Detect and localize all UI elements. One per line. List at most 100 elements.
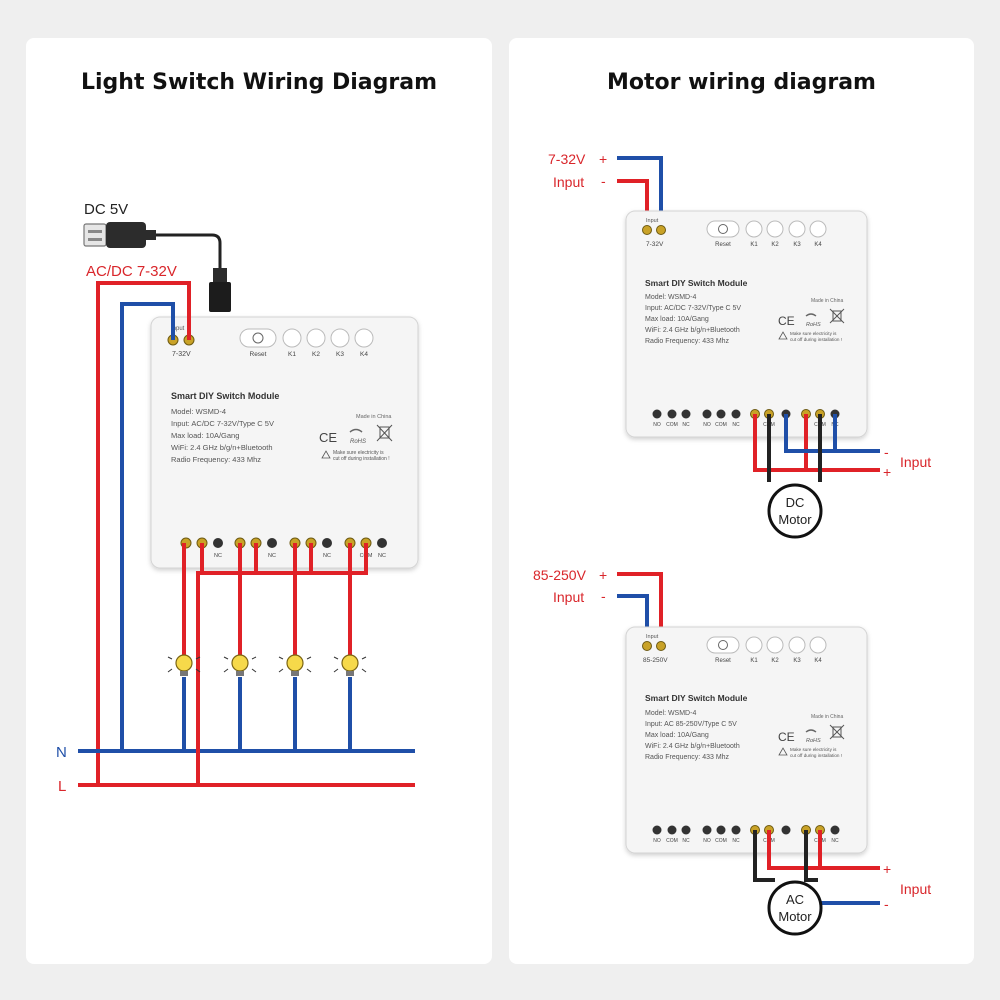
terminal-label: NC bbox=[378, 553, 386, 559]
minus-sign: - bbox=[601, 588, 606, 604]
module-1-content: Input 7-32V Reset K1 K2 K3 K4 Smart DIY … bbox=[167, 326, 393, 559]
k4-button[interactable] bbox=[809, 636, 827, 654]
module-spec: Max load: 10A/Gang bbox=[645, 316, 709, 323]
terminal-label: COM bbox=[666, 838, 678, 844]
k1-button[interactable] bbox=[745, 220, 763, 238]
red-supply-wire bbox=[96, 281, 191, 785]
k3-label: K3 bbox=[336, 351, 344, 358]
bulb-icon bbox=[333, 654, 367, 676]
ce-mark: CE bbox=[319, 430, 337, 445]
dc-out-red-wire bbox=[753, 414, 880, 472]
module-spec: Model: WSMD-4 bbox=[171, 407, 226, 416]
reset-label: Reset bbox=[715, 658, 731, 664]
type-c-connector-icon bbox=[209, 282, 231, 312]
reset-label: Reset bbox=[250, 351, 267, 358]
module-2 bbox=[625, 210, 868, 438]
module-voltage: 7-32V bbox=[172, 351, 191, 358]
module-title: Smart DIY Switch Module bbox=[645, 278, 748, 288]
k3-label: K3 bbox=[793, 242, 801, 248]
reset-button[interactable] bbox=[239, 328, 277, 348]
k1-button[interactable] bbox=[745, 636, 763, 654]
k1-button[interactable] bbox=[282, 328, 302, 348]
weee-bin-icon bbox=[829, 308, 845, 324]
reset-button[interactable] bbox=[706, 220, 740, 238]
power-icon bbox=[718, 224, 728, 234]
weee-bin-icon bbox=[376, 424, 393, 442]
module-3 bbox=[625, 626, 868, 854]
k2-label: K2 bbox=[771, 242, 779, 248]
dc-motor-diagram: 7-32V Input + - Input 7-32V Reset K1 K2 … bbox=[548, 151, 931, 539]
terminal-label: NC bbox=[682, 422, 690, 428]
dc5v-label: DC 5V bbox=[84, 201, 128, 218]
k4-button[interactable] bbox=[809, 220, 827, 238]
warning-text: Make sure electricity is bbox=[790, 331, 837, 336]
rohs-label: RoHS bbox=[350, 439, 366, 445]
blue-supply-wire bbox=[120, 302, 175, 751]
module-spec: WiFi: 2.4 GHz b/g/n+Bluetooth bbox=[171, 443, 273, 452]
module-2-content: Input 7-32V Reset K1 K2 K3 K4 Smart DIY … bbox=[642, 218, 845, 428]
rohs-icon bbox=[805, 729, 817, 733]
module-input-text: Input bbox=[646, 218, 659, 224]
module-spec: Input: AC/DC 7-32V/Type C 5V bbox=[171, 419, 274, 428]
terminal-label: NC bbox=[682, 838, 690, 844]
ac-motor-diagram: 85-250V Input + - Input 85-250V Reset K1… bbox=[533, 567, 931, 936]
module-spec: WiFi: 2.4 GHz b/g/n+Bluetooth bbox=[645, 743, 740, 750]
k3-label: K3 bbox=[793, 658, 801, 664]
made-in-label: Made in China bbox=[356, 414, 392, 420]
k2-button[interactable] bbox=[306, 328, 326, 348]
warning-icon bbox=[321, 450, 331, 459]
l-label: L bbox=[58, 778, 66, 795]
terminal-label: NO bbox=[703, 838, 711, 844]
k2-label: K2 bbox=[312, 351, 320, 358]
terminal-label: NC bbox=[323, 553, 331, 559]
warning-text: cut off during installation ! bbox=[790, 337, 842, 342]
dc-motor-icon bbox=[767, 483, 823, 539]
k4-label: K4 bbox=[360, 351, 368, 358]
k2-label: K2 bbox=[771, 658, 779, 664]
warning-text: cut off during installation ! bbox=[790, 753, 842, 758]
light-switch-heading: Light Switch Wiring Diagram bbox=[80, 70, 438, 95]
bulb-icon bbox=[278, 654, 312, 676]
n-label: N bbox=[56, 744, 67, 761]
terminal-label: NO bbox=[703, 422, 711, 428]
warning-text: Make sure electricity is bbox=[333, 450, 384, 456]
usb-cable bbox=[156, 233, 222, 268]
motor-lead-wire bbox=[753, 830, 775, 882]
terminal-label: NC bbox=[268, 553, 276, 559]
made-in-label: Made in China bbox=[811, 298, 843, 304]
k3-button[interactable] bbox=[788, 220, 806, 238]
weee-bin-icon bbox=[829, 724, 845, 740]
dc-motor-label-2: Motor bbox=[778, 512, 812, 527]
plus-sign: + bbox=[599, 151, 607, 167]
dc-out-blue-wire bbox=[784, 414, 880, 453]
ac-motor-label-2: Motor bbox=[778, 909, 812, 924]
k3-button[interactable] bbox=[330, 328, 350, 348]
k1-label: K1 bbox=[750, 242, 758, 248]
terminal-label: COM bbox=[715, 838, 727, 844]
module-title: Smart DIY Switch Module bbox=[645, 693, 748, 703]
dc-output-input-label: Input bbox=[900, 454, 931, 470]
made-in-label: Made in China bbox=[811, 714, 843, 720]
ce-mark: CE bbox=[778, 314, 795, 328]
reset-button[interactable] bbox=[706, 636, 740, 654]
k4-button[interactable] bbox=[354, 328, 374, 348]
rohs-icon bbox=[805, 313, 817, 317]
k3-button[interactable] bbox=[788, 636, 806, 654]
usb-plug-icon bbox=[83, 222, 156, 248]
k1-label: K1 bbox=[288, 351, 296, 358]
com-bus-wire bbox=[196, 543, 368, 785]
ac-out-red-wire bbox=[767, 830, 880, 870]
module-input-text: Input bbox=[171, 326, 185, 332]
k2-button[interactable] bbox=[766, 636, 784, 654]
module-1 bbox=[150, 316, 419, 569]
minus-sign: - bbox=[884, 444, 889, 460]
module-spec: Radio Frequency: 433 Mhz bbox=[645, 338, 730, 345]
k1-label: K1 bbox=[750, 658, 758, 664]
module-voltage: 85-250V bbox=[643, 657, 668, 664]
dc-plus-wire bbox=[617, 156, 663, 230]
k2-button[interactable] bbox=[766, 220, 784, 238]
warning-icon bbox=[778, 331, 788, 340]
module-spec: Input: AC/DC 7-32V/Type C 5V bbox=[645, 305, 741, 312]
ac-motor-icon bbox=[767, 880, 823, 936]
